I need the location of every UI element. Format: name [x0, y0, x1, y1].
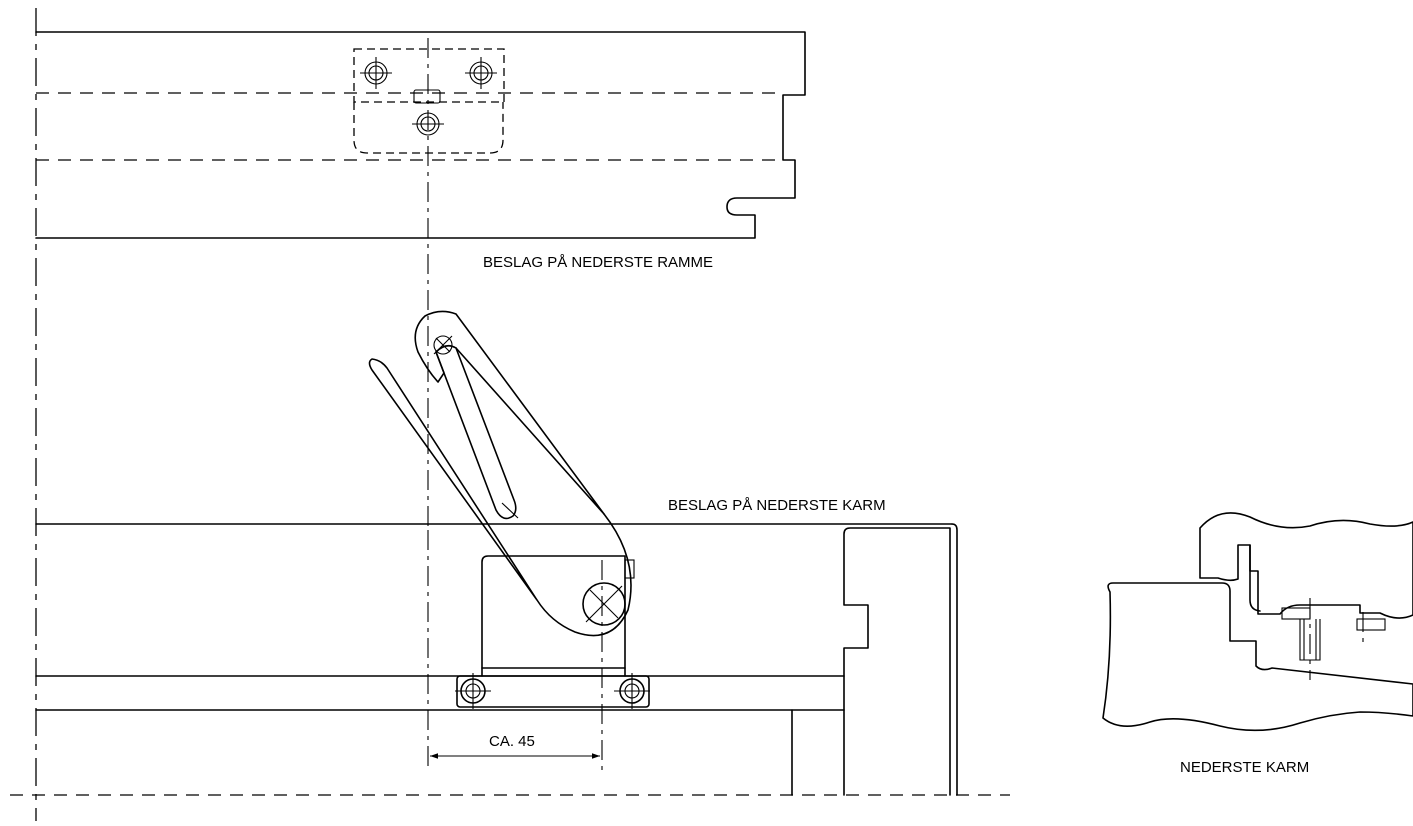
sill-section-view: [1102, 512, 1413, 732]
fitting-centerlines: [427, 530, 603, 770]
screw-hole-icon: [360, 57, 392, 89]
screw-hole-icon: [412, 112, 444, 136]
bottom-sash-frame: [35, 31, 806, 530]
frame-centerlines: [10, 8, 1010, 821]
screw-hole-icon: [465, 57, 497, 89]
screw-head-icon: [455, 673, 491, 709]
dimension-label: CA. 45: [489, 733, 535, 750]
sill-fitting: [456, 555, 650, 708]
bottom-sill-frame: [35, 523, 958, 796]
stay-arm: [368, 310, 632, 637]
screw-head-icon: [614, 673, 650, 709]
sash-fitting-hidden: [353, 48, 505, 154]
sill-fitting-label: BESLAG PÅ NEDERSTE KARM: [668, 497, 886, 514]
section-label: NEDERSTE KARM: [1180, 759, 1309, 776]
frame-fitting-label: BESLAG PÅ NEDERSTE RAMME: [483, 254, 713, 271]
